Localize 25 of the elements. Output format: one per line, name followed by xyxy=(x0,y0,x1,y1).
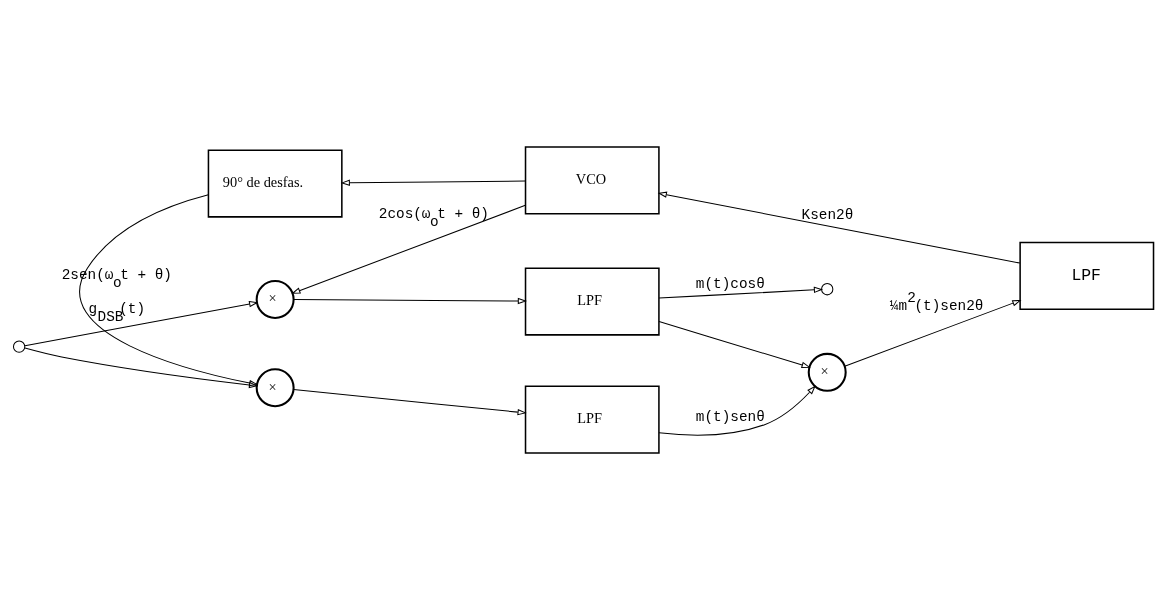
arrow xyxy=(291,204,526,294)
node-circle xyxy=(821,283,834,296)
edge-label: Ksen2θ xyxy=(801,206,854,223)
edge-label: m(t)cosθ xyxy=(695,276,765,293)
arrow xyxy=(658,321,811,369)
arrow xyxy=(658,385,816,436)
arrow xyxy=(658,286,824,299)
arrow xyxy=(657,191,1021,264)
node-circle: × xyxy=(255,368,295,408)
arrow xyxy=(844,299,1022,367)
node-box: LPF xyxy=(524,267,660,336)
edge-label: m(t)senθ xyxy=(695,408,765,425)
arrow xyxy=(293,388,527,416)
arrow xyxy=(24,347,259,389)
node-box: 90° de desfas. xyxy=(207,149,343,218)
arrow xyxy=(24,300,259,347)
arrow xyxy=(340,179,527,187)
node-box: VCO xyxy=(524,146,660,215)
arrow xyxy=(79,194,259,387)
node-box: LPF xyxy=(1019,241,1155,310)
node-box: LPF xyxy=(524,385,660,454)
node-circle: × xyxy=(807,352,847,392)
node-circle xyxy=(12,340,26,353)
arrow xyxy=(293,297,528,305)
node-circle: × xyxy=(255,280,295,319)
